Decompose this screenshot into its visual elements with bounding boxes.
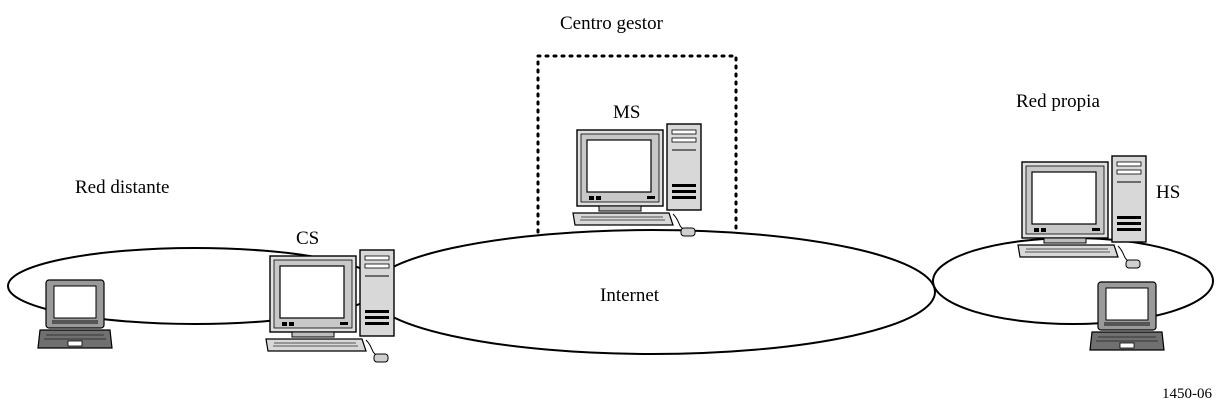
hs-label: HS [1156,182,1181,203]
managing-center-box [536,54,738,234]
managing-center-label: Centro gestor [560,13,663,34]
home-network-label: Red propia [1016,91,1100,112]
internet-label: Internet [600,285,660,306]
laptop-icon [37,279,113,349]
desktop-computer-icon [1017,155,1147,269]
desktop-computer-icon [265,249,395,363]
desktop-computer-icon [572,123,702,237]
cs-label: CS [296,228,320,249]
laptop-icon [1089,281,1165,351]
figure-id: 1450-06 [1162,386,1212,402]
remote-network-label: Red distante [75,177,170,198]
ms-label: MS [613,102,641,123]
